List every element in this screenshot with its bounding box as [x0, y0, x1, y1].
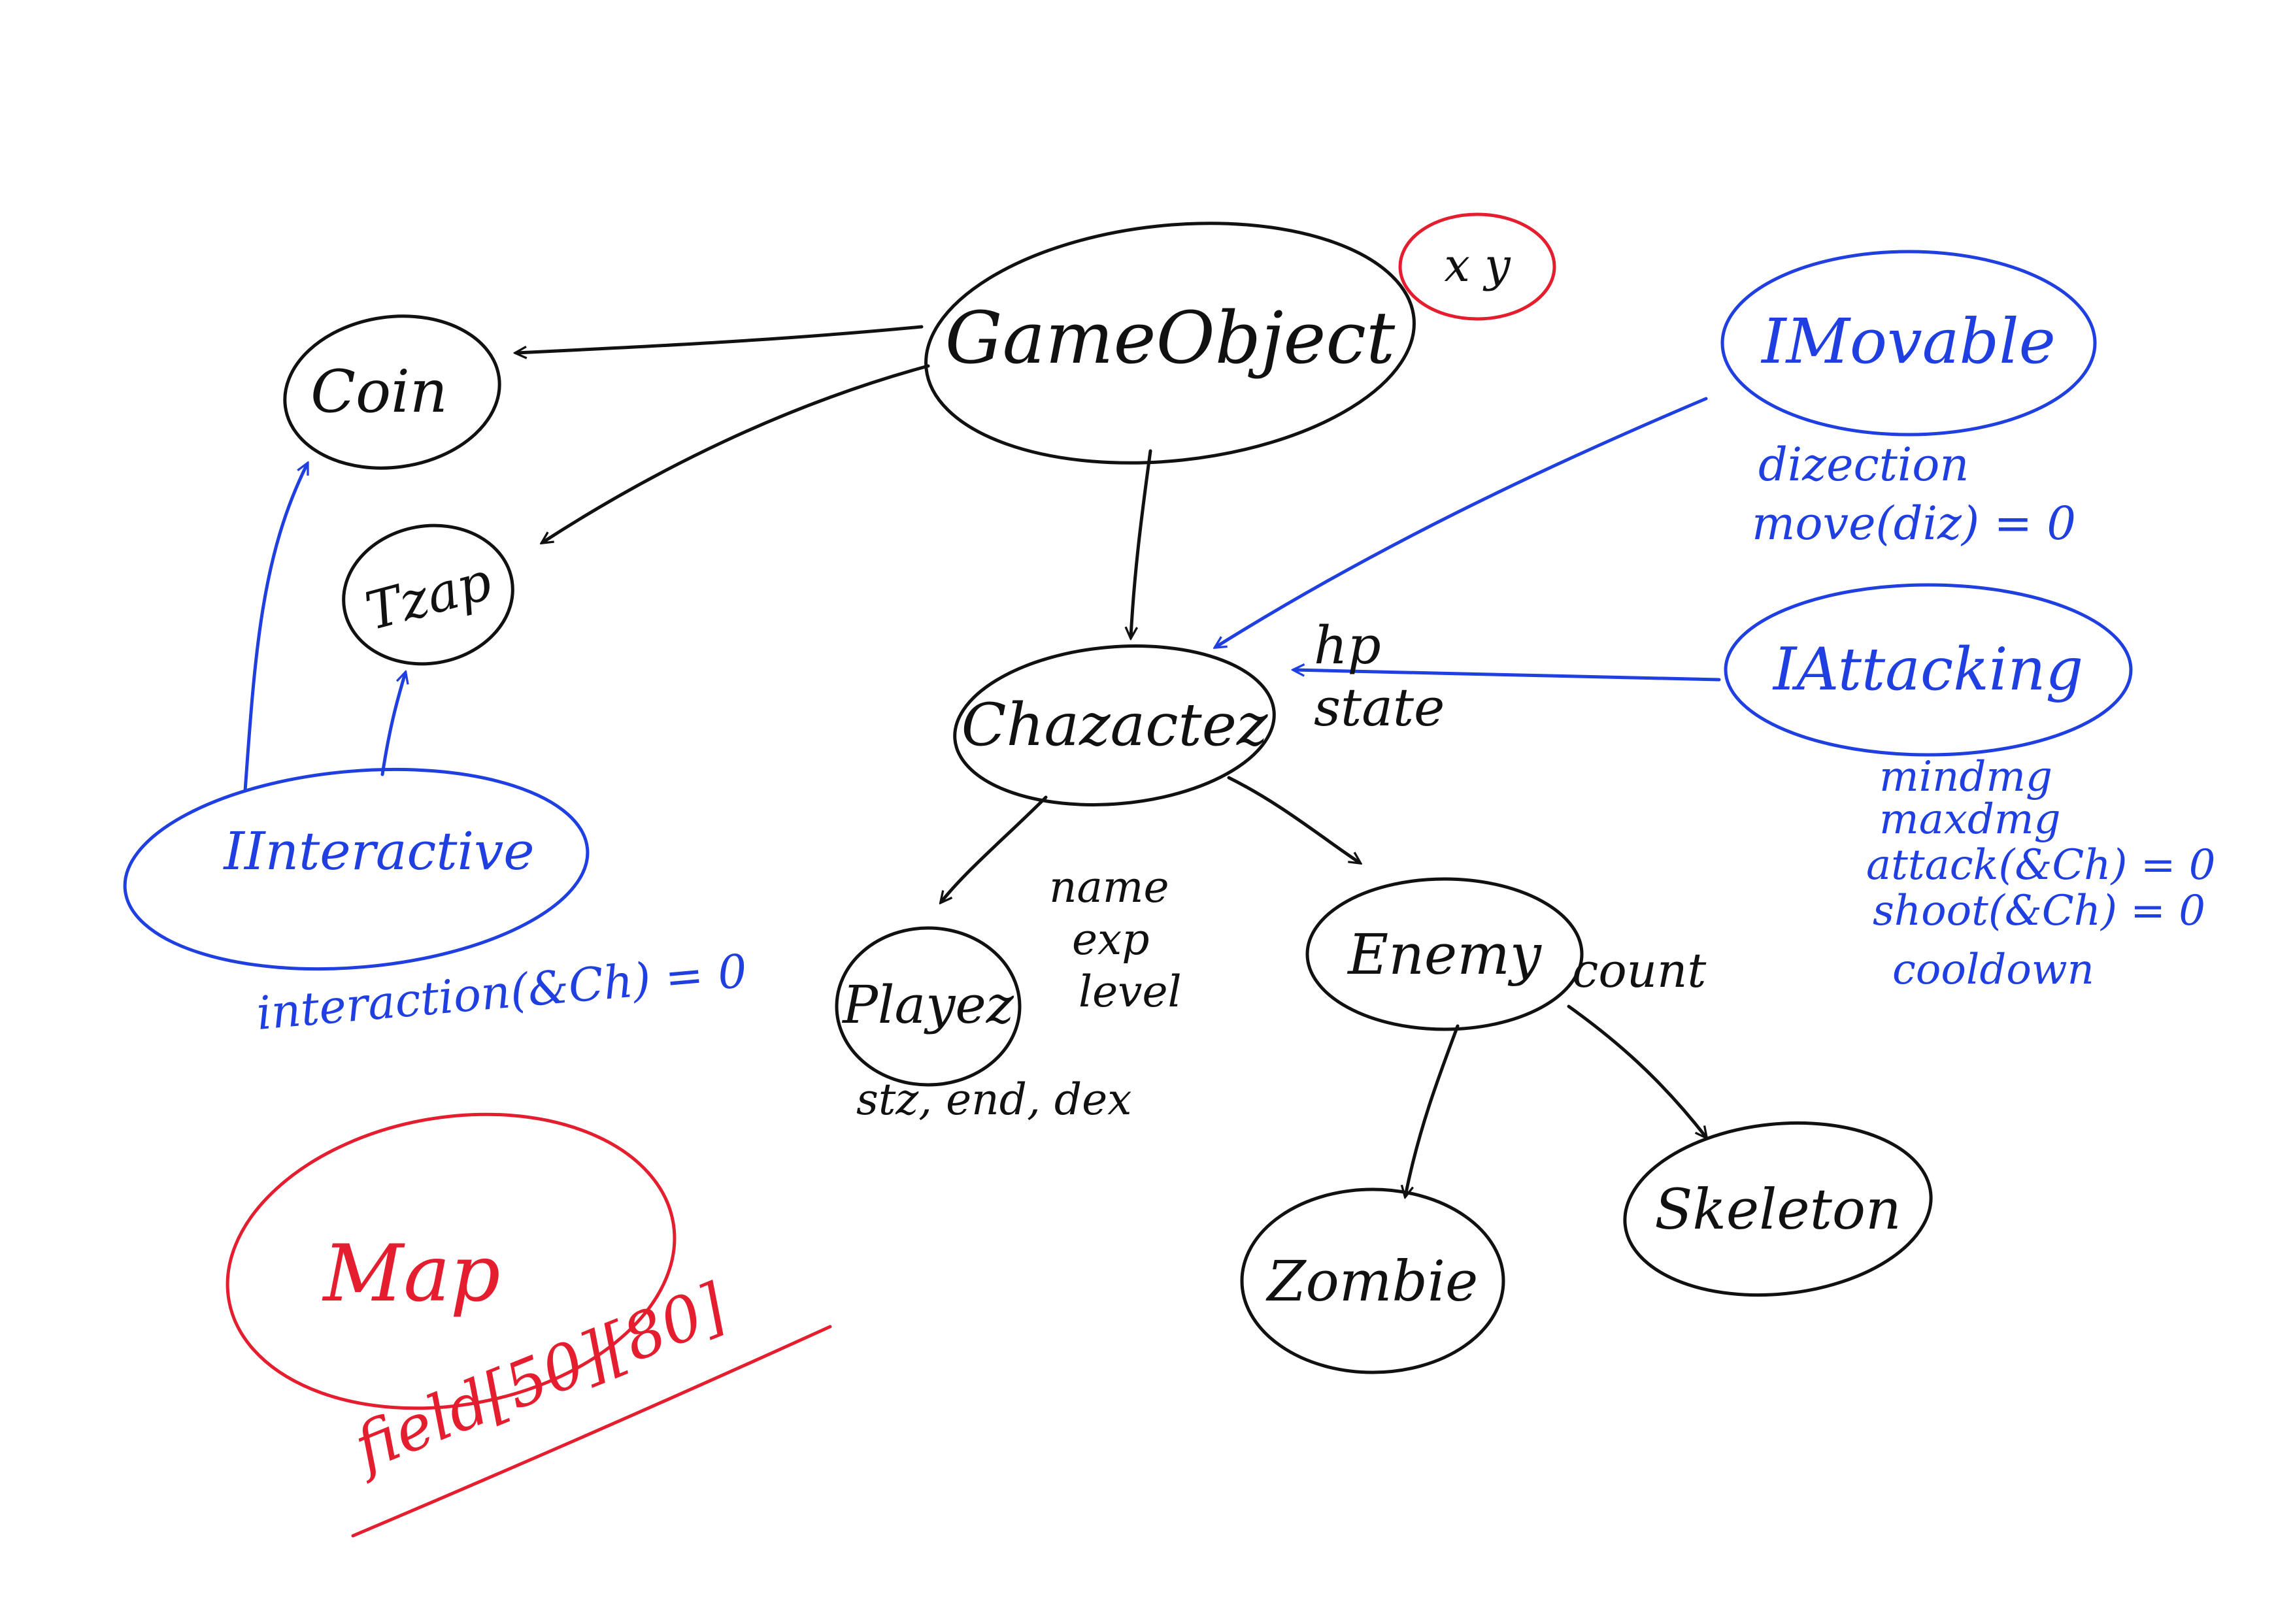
node-iinteractive-label: IInteractive	[222, 821, 534, 882]
node-iinteractive[interactable]: IInteractive interaction(&Ch) = 0	[116, 752, 749, 1040]
node-character-attr-0: hp	[1314, 615, 1381, 676]
edge-iattacking-character	[1294, 670, 1721, 682]
node-coin[interactable]: Coin	[275, 303, 510, 482]
node-gameobject-label: GameObject	[945, 296, 1396, 380]
node-iinteractive-outline	[123, 767, 590, 971]
node-zombie[interactable]: Zombie	[1240, 1187, 1505, 1374]
node-iattacking-outline	[1724, 583, 2133, 757]
edge-imovable-character	[1216, 397, 1708, 647]
node-trap-outline	[342, 523, 514, 666]
edge-iinteractive-trap	[380, 673, 405, 776]
edge-gameobject-character	[1131, 449, 1152, 637]
edge-character-player	[941, 795, 1048, 902]
node-coin-label: Coin	[310, 357, 448, 426]
node-trap[interactable]: Tzap	[333, 512, 524, 677]
node-iinteractive-attr-0: interaction(&Ch) = 0	[254, 944, 749, 1040]
node-gameobject[interactable]: GameObject x y	[914, 201, 1556, 486]
node-gameobject-attr-0: x y	[1444, 239, 1511, 292]
node-enemy-label: Enemy	[1347, 923, 1542, 987]
node-player-attr-0: name	[1049, 862, 1169, 912]
node-enemy-outline	[1305, 877, 1584, 1031]
node-player-label: Playez	[841, 974, 1014, 1035]
node-trap-label: Tzap	[360, 550, 498, 642]
node-iattacking[interactable]: IAttacking mindmg maxdmg attack(&Ch) = 0…	[1724, 583, 2216, 994]
edges-interface	[243, 397, 1721, 793]
node-iattacking-attr-0: mindmg	[1879, 753, 2052, 801]
edge-gameobject-trap	[543, 364, 930, 542]
node-player-attr-1: exp	[1072, 914, 1150, 965]
edges-inheritance	[516, 325, 1706, 1196]
node-enemy[interactable]: Enemy count	[1305, 877, 1707, 1031]
node-imovable-attr-1: move(diz) = 0	[1752, 497, 2076, 550]
node-zombie-label: Zombie	[1265, 1250, 1479, 1314]
node-map[interactable]: Map field[50][80]	[204, 1080, 832, 1538]
node-skeleton-outline	[1623, 1121, 1933, 1297]
node-character-outline	[953, 644, 1276, 806]
node-skeleton-label: Skeleton	[1654, 1178, 1901, 1242]
node-imovable-label: IMovable	[1760, 306, 2056, 378]
node-iattacking-label: IAttacking	[1772, 635, 2083, 704]
node-character-label: Chazactez	[962, 691, 1268, 759]
edge-gameobject-coin	[516, 325, 924, 353]
node-skeleton[interactable]: Skeleton	[1616, 1108, 1940, 1310]
node-imovable-outline	[1720, 250, 2097, 437]
node-player-attr-2: level	[1079, 967, 1182, 1017]
node-gameobject-outline	[924, 222, 1416, 465]
edge-iinteractive-coin	[243, 464, 307, 793]
node-zombie-outline	[1240, 1187, 1505, 1374]
node-character[interactable]: Chazactez hp state	[948, 615, 1445, 818]
node-map-label: Map	[322, 1229, 500, 1319]
edge-enemy-zombie	[1405, 1024, 1460, 1196]
node-imovable[interactable]: IMovable dizection move(diz) = 0	[1720, 250, 2097, 550]
node-map-outline	[226, 1112, 677, 1410]
node-character-attr-1: state	[1314, 677, 1445, 738]
edge-character-enemy	[1227, 776, 1360, 863]
node-coin-outline	[283, 314, 501, 470]
node-iattacking-attr-2: attack(&Ch) = 0	[1866, 841, 2216, 889]
node-iattacking-attr-4: cooldown	[1892, 946, 2094, 994]
node-imovable-attr-0: dizection	[1758, 438, 1969, 491]
node-iattacking-attr-3: shoot(&Ch) = 0	[1873, 887, 2205, 935]
node-player-outline	[835, 926, 1022, 1087]
edge-enemy-skeleton	[1567, 1004, 1706, 1137]
node-iattacking-attr-1: maxdmg	[1879, 795, 2061, 844]
map-field-underline	[351, 1325, 832, 1538]
gameobject-coords-circle	[1398, 212, 1556, 321]
node-enemy-attr-0: count	[1572, 943, 1707, 998]
node-player-attr-3: stz, end, dex	[856, 1074, 1131, 1125]
node-player[interactable]: Playez name exp level stz, end, dex	[835, 862, 1182, 1125]
